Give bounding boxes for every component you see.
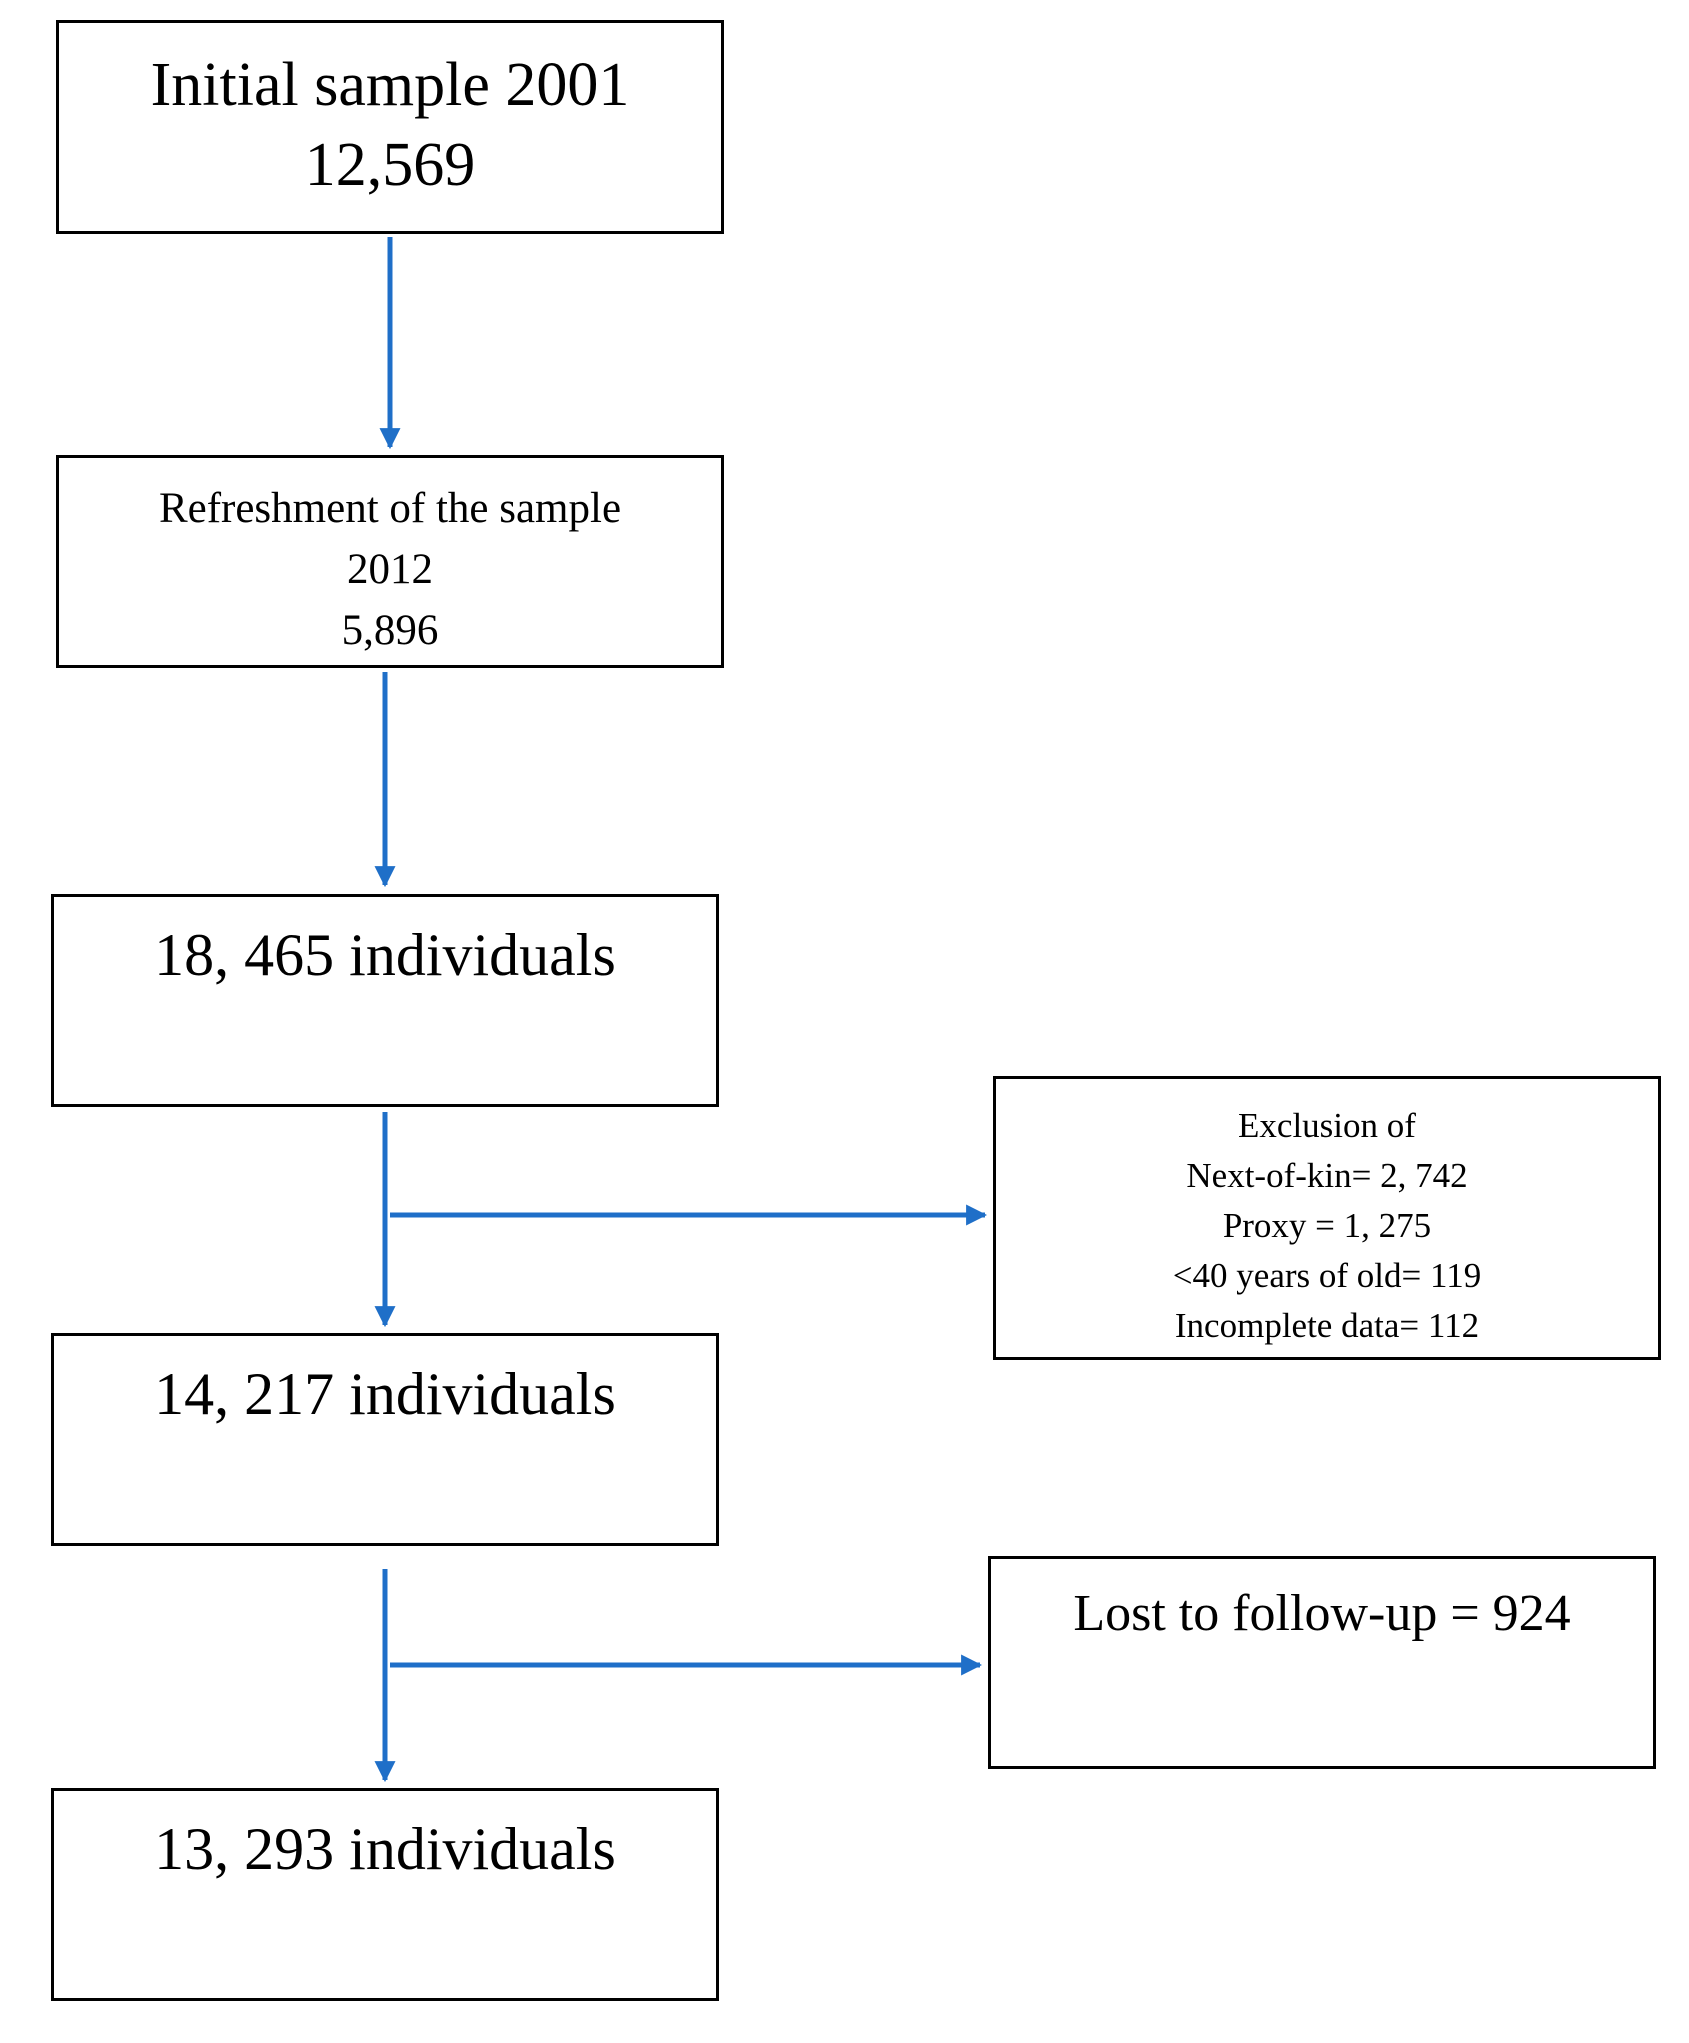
refreshment-title: Refreshment of the sample (158, 485, 622, 532)
individuals-18465-text: 18, 465 individuals (154, 922, 616, 988)
individuals-13293-text: 13, 293 individuals (154, 1816, 616, 1882)
exclusion-box: Exclusion of Next-of-kin= 2, 742 Proxy =… (993, 1076, 1661, 1360)
refreshment-count: 5,896 (341, 607, 439, 654)
refreshment-year: 2012 (347, 546, 433, 593)
individuals-14217-box: 14, 217 individuals (51, 1333, 719, 1546)
lost-to-followup-text: Lost to follow-up = 924 (1073, 1585, 1571, 1642)
exclusion-item: <40 years of old= 119 (1172, 1256, 1482, 1295)
exclusion-item: Incomplete data= 112 (1174, 1306, 1480, 1345)
initial-sample-count: 12,569 (304, 131, 476, 199)
exclusion-item: Next-of-kin= 2, 742 (1186, 1156, 1468, 1195)
lost-to-followup-box: Lost to follow-up = 924 (988, 1556, 1656, 1769)
initial-sample-title: Initial sample 2001 (150, 51, 630, 119)
initial-sample-box: Initial sample 2001 12,569 (56, 20, 724, 234)
individuals-13293-box: 13, 293 individuals (51, 1788, 719, 2001)
individuals-14217-text: 14, 217 individuals (154, 1361, 616, 1427)
exclusion-title: Exclusion of (1238, 1106, 1416, 1145)
individuals-18465-box: 18, 465 individuals (51, 894, 719, 1107)
exclusion-item: Proxy = 1, 275 (1222, 1206, 1432, 1245)
refreshment-box: Refreshment of the sample 2012 5,896 (56, 455, 724, 668)
